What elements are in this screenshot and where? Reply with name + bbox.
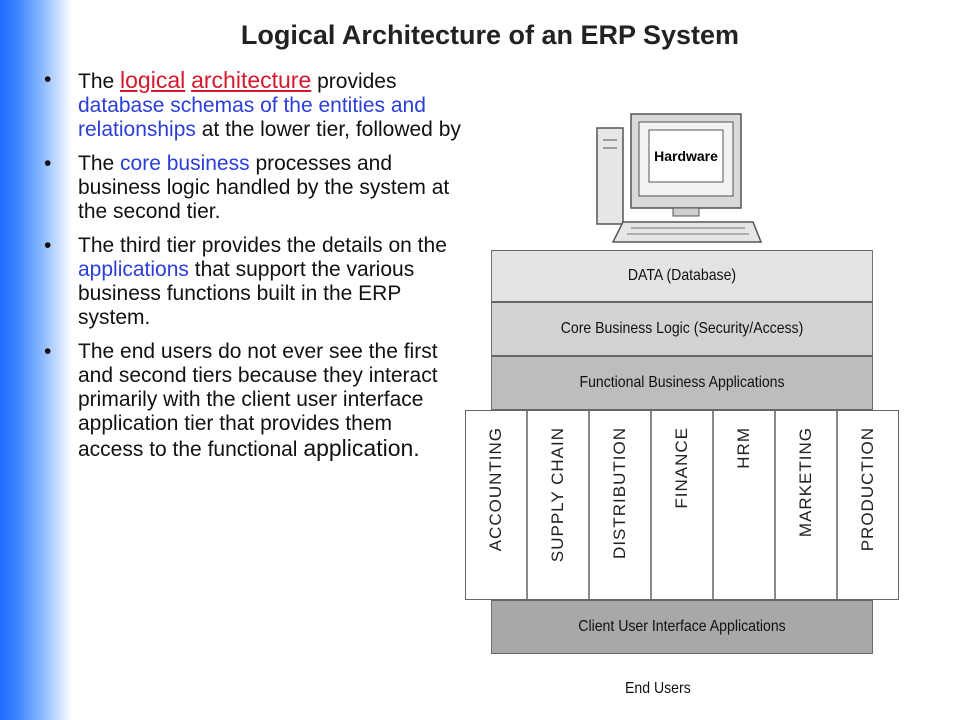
bullet-text: The — [78, 152, 121, 175]
highlight-core-business: core business — [120, 152, 250, 175]
bullet-item: • The third tier provides the details on… — [42, 234, 462, 330]
bullet-text: provides — [311, 70, 397, 93]
bullet-text: The third tier provides the details on t… — [78, 234, 447, 257]
computer-icon: Hardware — [596, 113, 763, 243]
bullet-text: processes and business logic handled by … — [78, 152, 450, 223]
tier-functional-applications: Functional Business Applications — [491, 356, 873, 410]
module-label: DISTRIBUTION — [610, 427, 629, 559]
module-label: FINANCE — [672, 427, 691, 509]
tier-client-label: Client User Interface Applications — [578, 618, 786, 635]
module-label: MARKETING — [796, 427, 815, 538]
highlight-applications: applications — [78, 258, 189, 281]
bullet-text: application. — [303, 435, 420, 461]
module-distribution: DISTRIBUTION — [590, 411, 652, 599]
module-accounting: ACCOUNTING — [466, 411, 528, 599]
bullet-list: • The logical architecture provides data… — [42, 68, 462, 472]
module-marketing: MARKETING — [776, 411, 838, 599]
tier-core-label: Core Business Logic (Security/Access) — [560, 320, 804, 337]
tier-data: DATA (Database) — [491, 250, 873, 302]
architecture-diagram: Hardware DATA (Database) Core Business L… — [455, 110, 900, 720]
module-label: SUPPLY CHAIN — [548, 427, 567, 563]
bullet-dot: • — [44, 152, 52, 175]
module-finance: FINANCE — [652, 411, 714, 599]
tier-core-business-logic: Core Business Logic (Security/Access) — [491, 302, 873, 356]
bullet-dot: • — [44, 340, 52, 363]
tier-client-ui: Client User Interface Applications — [491, 600, 873, 654]
hardware-label: Hardware — [654, 148, 718, 164]
bullet-item: • The logical architecture provides data… — [42, 68, 462, 142]
module-hrm: HRM — [714, 411, 776, 599]
module-production: PRODUCTION — [838, 411, 898, 599]
end-users-label: End Users — [625, 680, 691, 697]
module-supply-chain: SUPPLY CHAIN — [528, 411, 590, 599]
tier-functional-label: Functional Business Applications — [579, 374, 785, 391]
tier-data-label: DATA (Database) — [627, 267, 737, 284]
side-gradient-bar — [0, 0, 72, 720]
bullet-item: • The core business processes and busine… — [42, 152, 462, 224]
highlight-architecture: architecture — [191, 67, 312, 93]
bullet-dot: • — [44, 234, 52, 257]
module-columns: ACCOUNTING SUPPLY CHAIN DISTRIBUTION FIN… — [465, 410, 899, 600]
bullet-item: • The end users do not ever see the firs… — [42, 340, 462, 462]
slide-title: Logical Architecture of an ERP System — [240, 20, 740, 50]
bullet-text: at the lower tier, followed by — [195, 118, 461, 141]
module-label: HRM — [734, 427, 753, 469]
highlight-logical: logical — [120, 67, 186, 93]
bullet-dot: • — [44, 68, 52, 91]
highlight-database-schemas: database schemas of the entities and rel… — [78, 94, 426, 141]
bullet-text: The — [78, 70, 121, 93]
module-label: ACCOUNTING — [486, 427, 505, 552]
bullet-text: that support the various business functi… — [78, 258, 415, 329]
module-label: PRODUCTION — [858, 427, 877, 552]
bullet-text: The end users do not ever see the first … — [78, 340, 438, 461]
